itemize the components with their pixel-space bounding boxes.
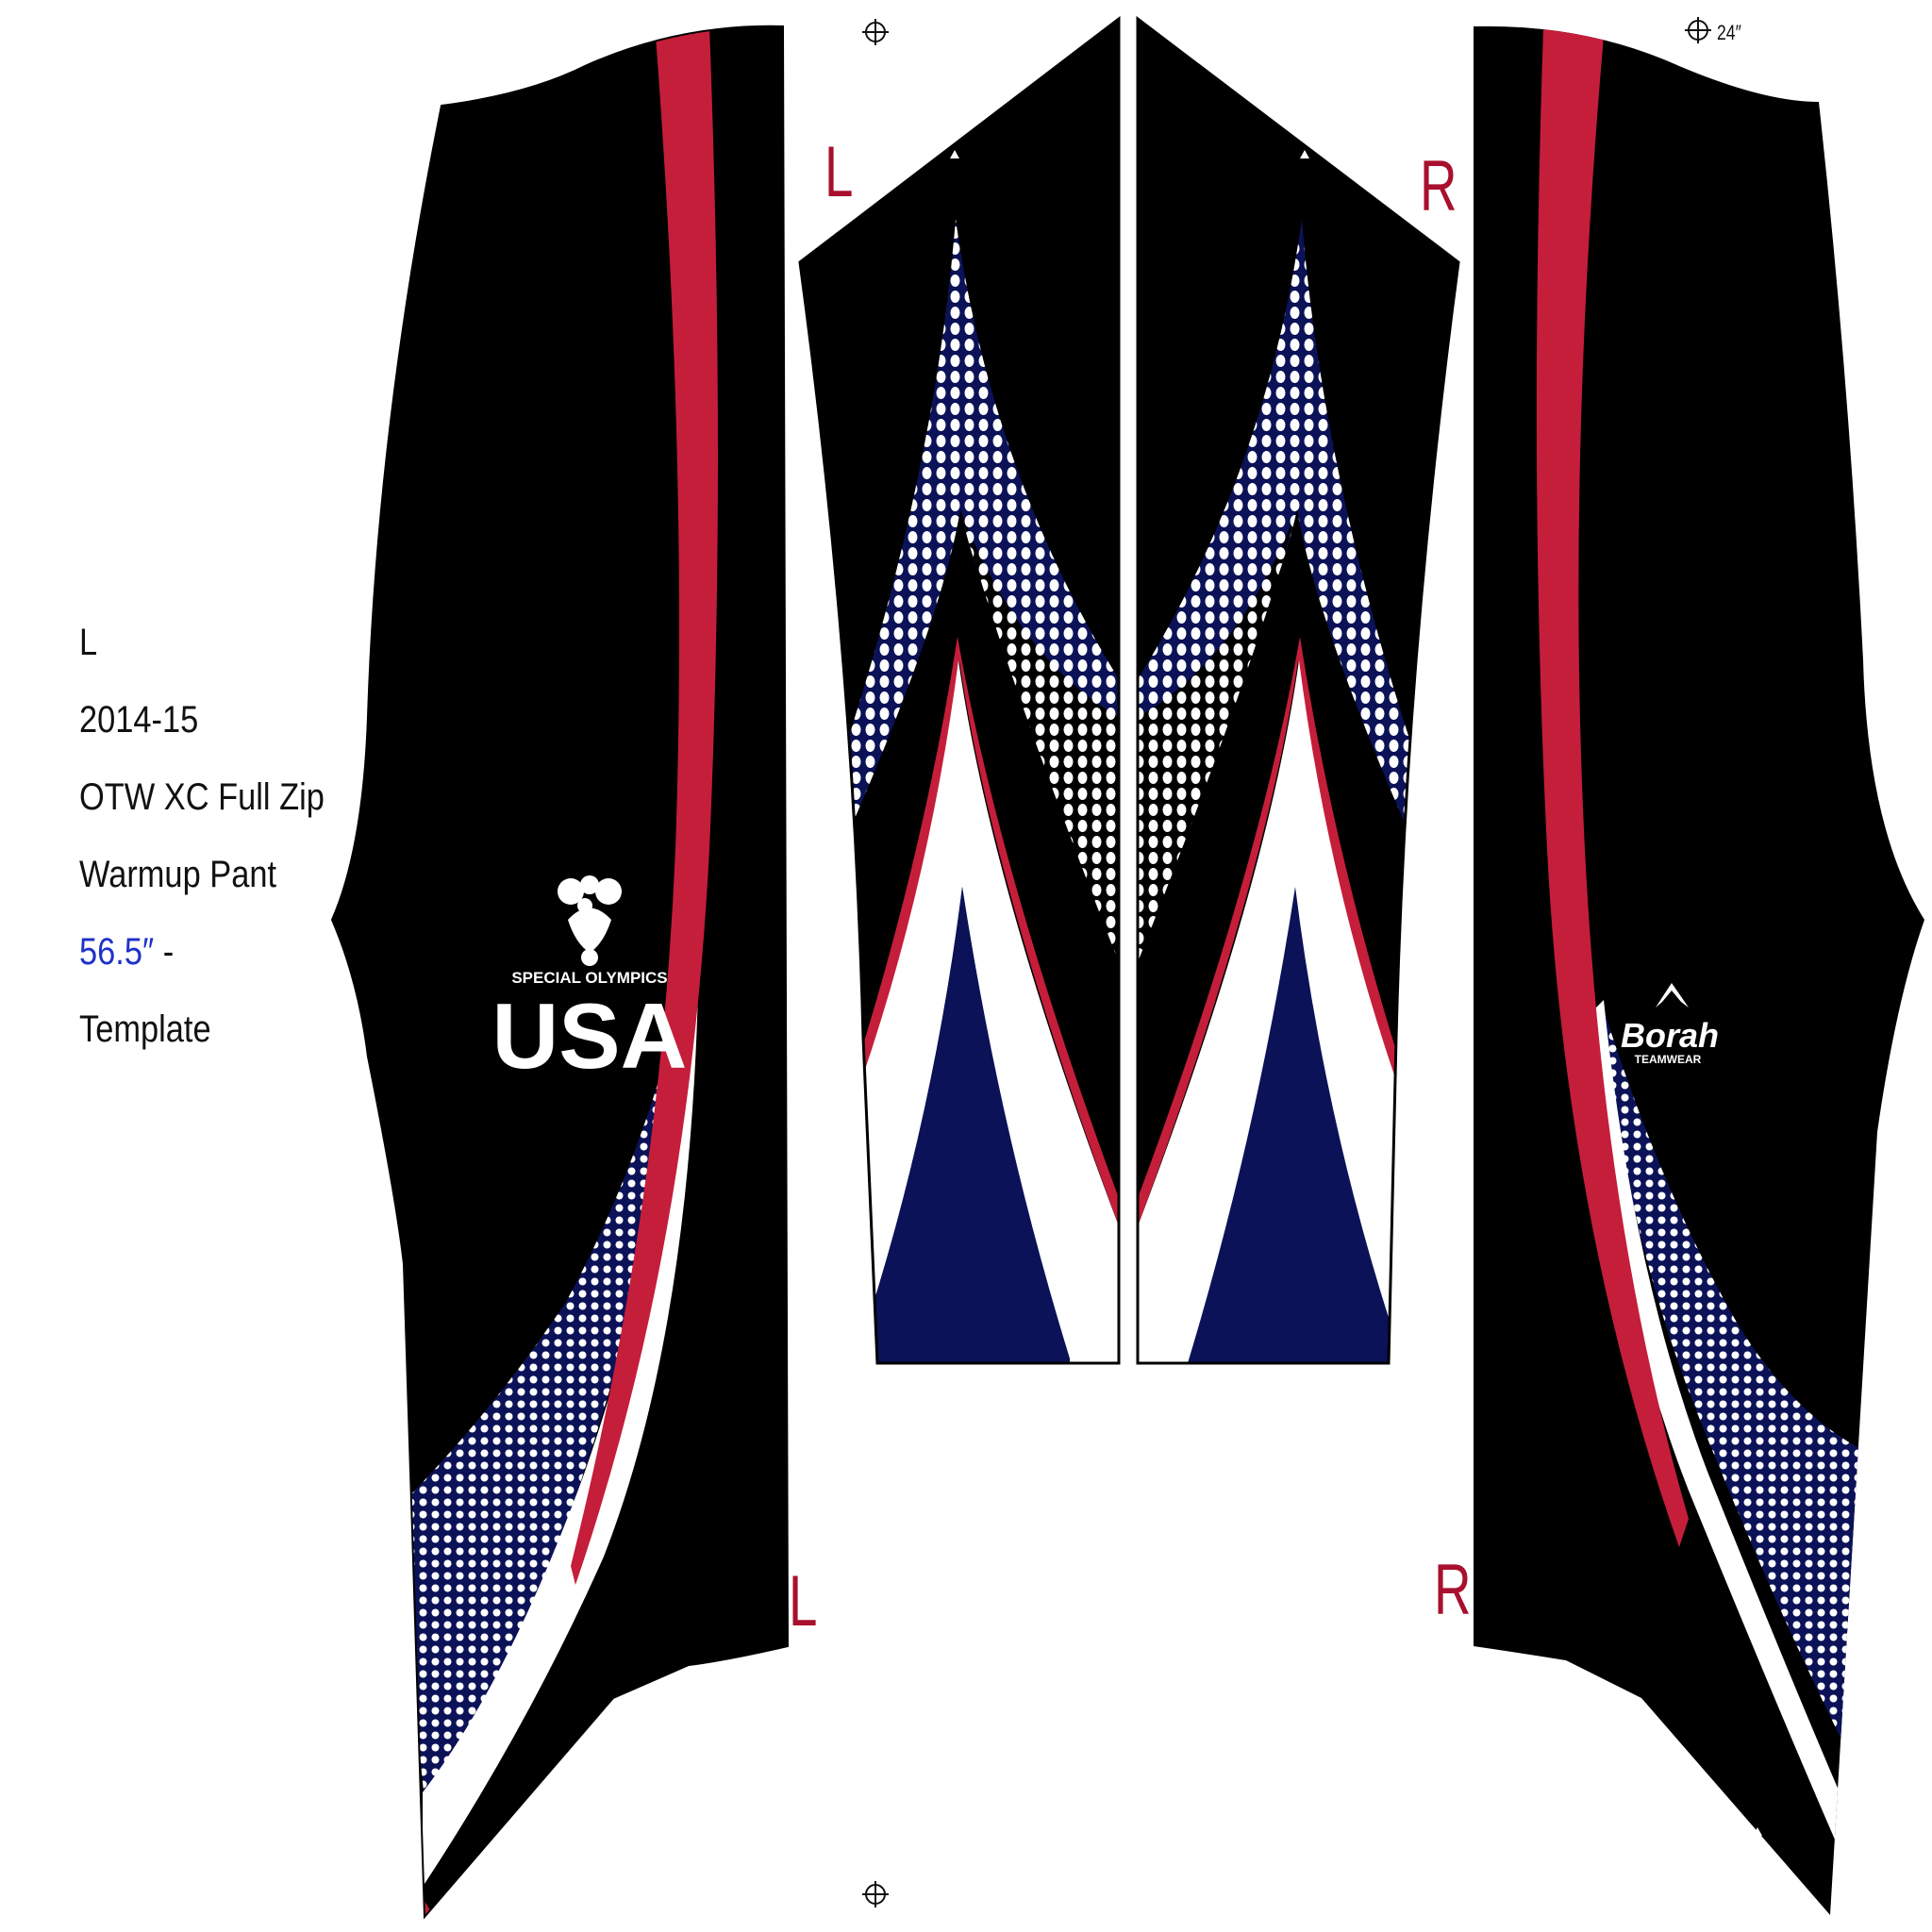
spec-block: L 2014-15 OTW XC Full Zip Warmup Pant 56… bbox=[79, 604, 325, 1068]
special-olympics-figure-icon bbox=[558, 875, 622, 966]
right-outer-panel bbox=[1474, 25, 1924, 1915]
panel-gutter bbox=[1121, 9, 1136, 1368]
spec-size: L bbox=[79, 622, 98, 663]
logo-text-usa: USA bbox=[492, 984, 688, 1088]
special-olympics-usa-logo: SPECIAL OLYMPICS USA bbox=[492, 875, 688, 1088]
left-inner-panel bbox=[798, 15, 1121, 1365]
registration-mark-top-right bbox=[1685, 17, 1711, 43]
registration-mark-bottom-center bbox=[862, 1881, 889, 1907]
spec-length-dash: - bbox=[154, 931, 175, 973]
spec-product-line-1: OTW XC Full Zip bbox=[79, 776, 325, 818]
side-label-left-top: L bbox=[824, 132, 854, 212]
spec-season: 2014-15 bbox=[79, 699, 199, 741]
logo-text-special-olympics: SPECIAL OLYMPICS bbox=[511, 969, 667, 987]
mountain-peak-icon bbox=[1656, 983, 1689, 1008]
measure-label: 24″ bbox=[1717, 21, 1741, 44]
registration-mark-top-center bbox=[862, 19, 889, 45]
right-inner-panel bbox=[1136, 15, 1460, 1365]
spec-product-line-2: Warmup Pant bbox=[79, 854, 277, 895]
notch-markers bbox=[502, 150, 1762, 1836]
side-label-left-bottom: L bbox=[789, 1561, 818, 1641]
spec-template-label: Template bbox=[79, 1008, 211, 1050]
borah-teamwear-logo: Borah TEAMWEAR bbox=[1621, 983, 1719, 1066]
left-outer-panel bbox=[330, 25, 790, 1920]
spec-length-row: 56.5″ - bbox=[79, 913, 291, 991]
side-label-right-top: R bbox=[1420, 146, 1457, 226]
logo-text-borah: Borah bbox=[1621, 1016, 1719, 1055]
logo-text-teamwear: TEAMWEAR bbox=[1635, 1053, 1702, 1066]
spec-length-value: 56.5″ bbox=[79, 931, 155, 973]
side-label-right-bottom: R bbox=[1434, 1550, 1472, 1630]
